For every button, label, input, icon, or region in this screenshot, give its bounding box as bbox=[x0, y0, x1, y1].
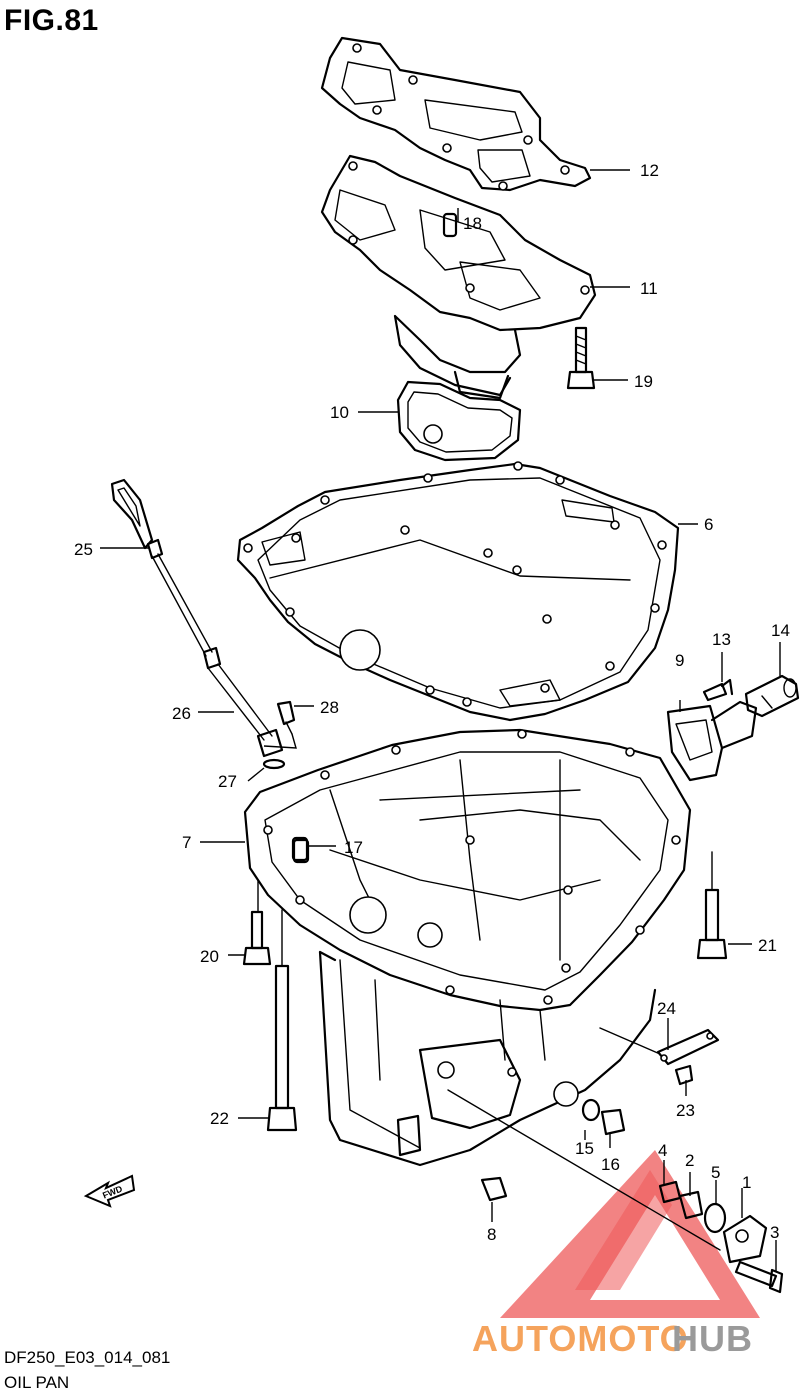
part-2-sleeve bbox=[678, 1190, 704, 1220]
part-10-strainer-gasket bbox=[396, 380, 522, 462]
part-12-gasket bbox=[320, 36, 592, 192]
part-17-dowel-pin bbox=[291, 836, 309, 862]
part-5-o-ring bbox=[703, 1202, 727, 1234]
part-25-dipstick bbox=[110, 478, 213, 657]
part-28-bolt bbox=[263, 700, 297, 749]
callout-9: 9 bbox=[675, 651, 684, 670]
part-11-strainer-housing bbox=[320, 154, 597, 400]
part-20-bolt bbox=[242, 910, 272, 966]
callout-labels: 1 2 3 4 5 6 7 8 9 10 11 12 13 14 15 16 1… bbox=[74, 161, 790, 1244]
part-16-drain-plug bbox=[600, 1108, 626, 1136]
callout-13: 13 bbox=[712, 630, 731, 649]
part-3-bolt bbox=[734, 1260, 784, 1294]
callout-22: 22 bbox=[210, 1109, 229, 1128]
callout-2: 2 bbox=[685, 1151, 694, 1170]
figure-title: FIG.81 bbox=[4, 4, 99, 37]
part-1-cap bbox=[722, 1214, 768, 1264]
part-14-pipe-sleeve bbox=[744, 674, 800, 718]
part-18-dowel-pin bbox=[442, 212, 458, 238]
callout-19: 19 bbox=[634, 372, 653, 391]
part-9-oil-pipe-fitting bbox=[666, 700, 758, 782]
callout-23: 23 bbox=[676, 1101, 695, 1120]
callout-15: 15 bbox=[575, 1139, 594, 1158]
part-27-o-ring bbox=[262, 758, 286, 770]
part-19-bolt bbox=[566, 326, 596, 390]
callout-11: 11 bbox=[640, 279, 658, 298]
part-23-screw bbox=[674, 1064, 694, 1086]
part-7-oil-pan bbox=[243, 728, 692, 1167]
drawing-name: OIL PAN bbox=[4, 1373, 70, 1392]
fwd-arrow-icon: FWD bbox=[83, 1174, 136, 1208]
part-6-oil-pan-gasket bbox=[236, 461, 680, 722]
watermark-logo: AUTOMOTO HUB bbox=[472, 1150, 760, 1359]
callout-25: 25 bbox=[74, 540, 93, 559]
callout-26: 26 bbox=[172, 704, 191, 723]
part-26-dipstick-guide bbox=[202, 646, 284, 758]
part-22-long-bolt bbox=[266, 964, 298, 1132]
watermark-text-main: AUTOMOTO bbox=[472, 1318, 689, 1359]
callout-8: 8 bbox=[487, 1225, 496, 1244]
callout-18: 18 bbox=[463, 214, 482, 233]
watermark-text-hub: HUB bbox=[672, 1318, 753, 1359]
callout-17: 17 bbox=[344, 838, 363, 857]
callout-3: 3 bbox=[770, 1223, 779, 1242]
callout-14: 14 bbox=[771, 621, 790, 640]
callout-27: 27 bbox=[218, 772, 237, 791]
callout-6: 6 bbox=[704, 515, 713, 534]
callout-24: 24 bbox=[657, 999, 676, 1018]
part-15-washer bbox=[581, 1098, 601, 1122]
leader-lines bbox=[100, 169, 781, 1272]
callout-12: 12 bbox=[640, 161, 659, 180]
callout-16: 16 bbox=[601, 1155, 620, 1174]
callout-21: 21 bbox=[758, 936, 777, 955]
drawing-code: DF250_E03_014_081 bbox=[4, 1348, 171, 1367]
callout-10: 10 bbox=[330, 403, 349, 422]
part-21-bolt bbox=[696, 888, 728, 960]
callout-28: 28 bbox=[320, 698, 339, 717]
part-13-bolt bbox=[702, 678, 734, 702]
callout-7: 7 bbox=[182, 833, 191, 852]
callout-5: 5 bbox=[711, 1163, 720, 1182]
callout-20: 20 bbox=[200, 947, 219, 966]
callout-1: 1 bbox=[742, 1173, 751, 1192]
part-24-bracket bbox=[656, 1028, 720, 1066]
callout-4: 4 bbox=[658, 1141, 667, 1160]
part-8-plug bbox=[480, 1176, 508, 1202]
